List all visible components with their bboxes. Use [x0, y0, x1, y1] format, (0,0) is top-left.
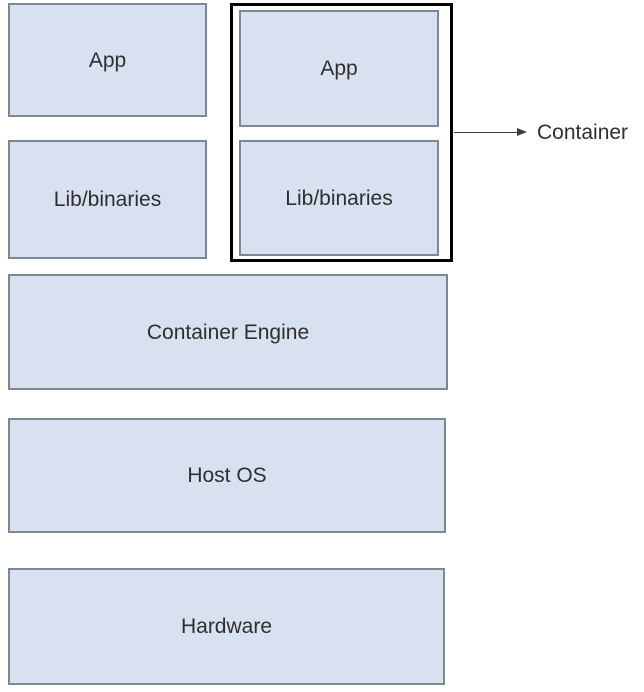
container-engine-layer-box: Container Engine [8, 274, 448, 390]
callout-arrowhead-icon [517, 128, 527, 136]
container-app-label: App [320, 57, 358, 80]
host-os-label: Host OS [187, 464, 267, 487]
container-group-box: App Lib/binaries [230, 3, 453, 262]
host-app-label: App [88, 48, 127, 72]
hardware-label: Hardware [180, 615, 273, 638]
hardware-layer-box: Hardware [8, 568, 445, 685]
host-lib-binaries-label: Lib/binaries [53, 188, 162, 211]
callout-arrow-line [454, 132, 517, 133]
host-os-layer-box: Host OS [8, 418, 446, 533]
container-lib-binaries-box: Lib/binaries [239, 140, 439, 256]
container-lib-binaries-label: Lib/binaries [285, 186, 393, 210]
container-callout-label: Container [537, 121, 629, 144]
host-lib-binaries-box: Lib/binaries [8, 140, 207, 259]
container-app-box: App [239, 10, 439, 127]
container-engine-label: Container Engine [146, 320, 310, 344]
host-app-box: App [8, 3, 207, 117]
